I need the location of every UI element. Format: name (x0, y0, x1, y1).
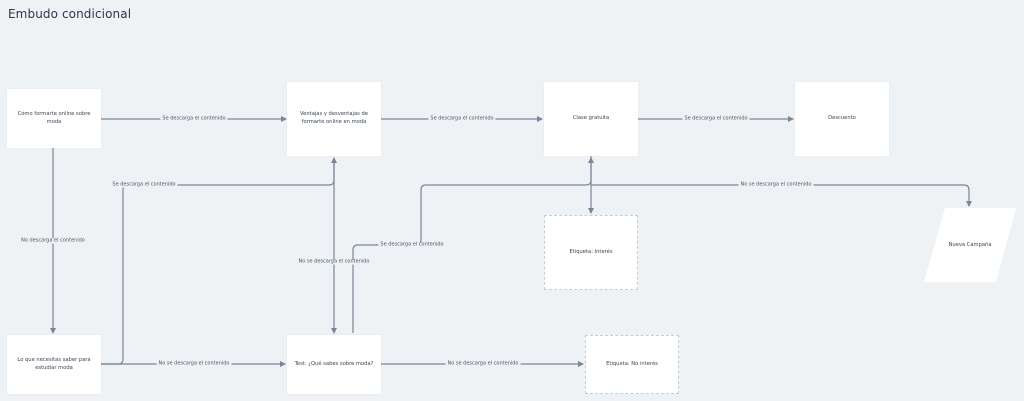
edge-label-n2-n8: No se descarga el contenido (296, 258, 372, 265)
edge-label-n7-n2: Se descarga el contenido (110, 181, 178, 188)
node-nueva-campana[interactable]: Nueva Campaña (948, 242, 992, 248)
page-title: Embudo condicional (8, 7, 132, 21)
node-lo-que-necesitas[interactable]: Lo que necesitas saber para estudiar mod… (7, 335, 101, 394)
node-descuento[interactable]: Descuento (795, 82, 889, 156)
node-etiqueta-no-interes[interactable]: Etiqueta: No interés (585, 335, 679, 394)
node-como-formarte[interactable]: Cómo formarte online sobre moda (7, 89, 101, 148)
edge-label-n1-n2: Se descarga el contenido (160, 115, 228, 122)
edge-label-n8-n9: No se descarga el contenido (445, 360, 521, 367)
node-test-moda[interactable]: Test: ¿Qué sabes sobre moda? (287, 335, 381, 394)
node-clase-gratuita[interactable]: Clase gratuita (544, 82, 638, 156)
node-parallelogram-shape (924, 208, 1016, 282)
edge-label-n3-n6: No se descarga el contenido (738, 181, 814, 188)
edge-label-n1-n7: No descarga el contenido (19, 237, 87, 244)
edge-n3-n6 (591, 184, 972, 207)
edge-label-n3-n4: Se descarga el contenido (682, 115, 750, 122)
edge-label-n2-n3: Se descarga el contenido (428, 115, 496, 122)
edge-label-n8-n3: Se descarga el contenido (378, 241, 446, 248)
edge-n8-n3 (352, 157, 594, 333)
node-etiqueta-interes[interactable]: Etiqueta: Interés (544, 215, 638, 290)
edge-label-n7-n8: No se descarga el contenido (156, 360, 232, 367)
node-ventajas-desventajas[interactable]: Ventajas y desventajas de formarte onlin… (287, 82, 381, 156)
